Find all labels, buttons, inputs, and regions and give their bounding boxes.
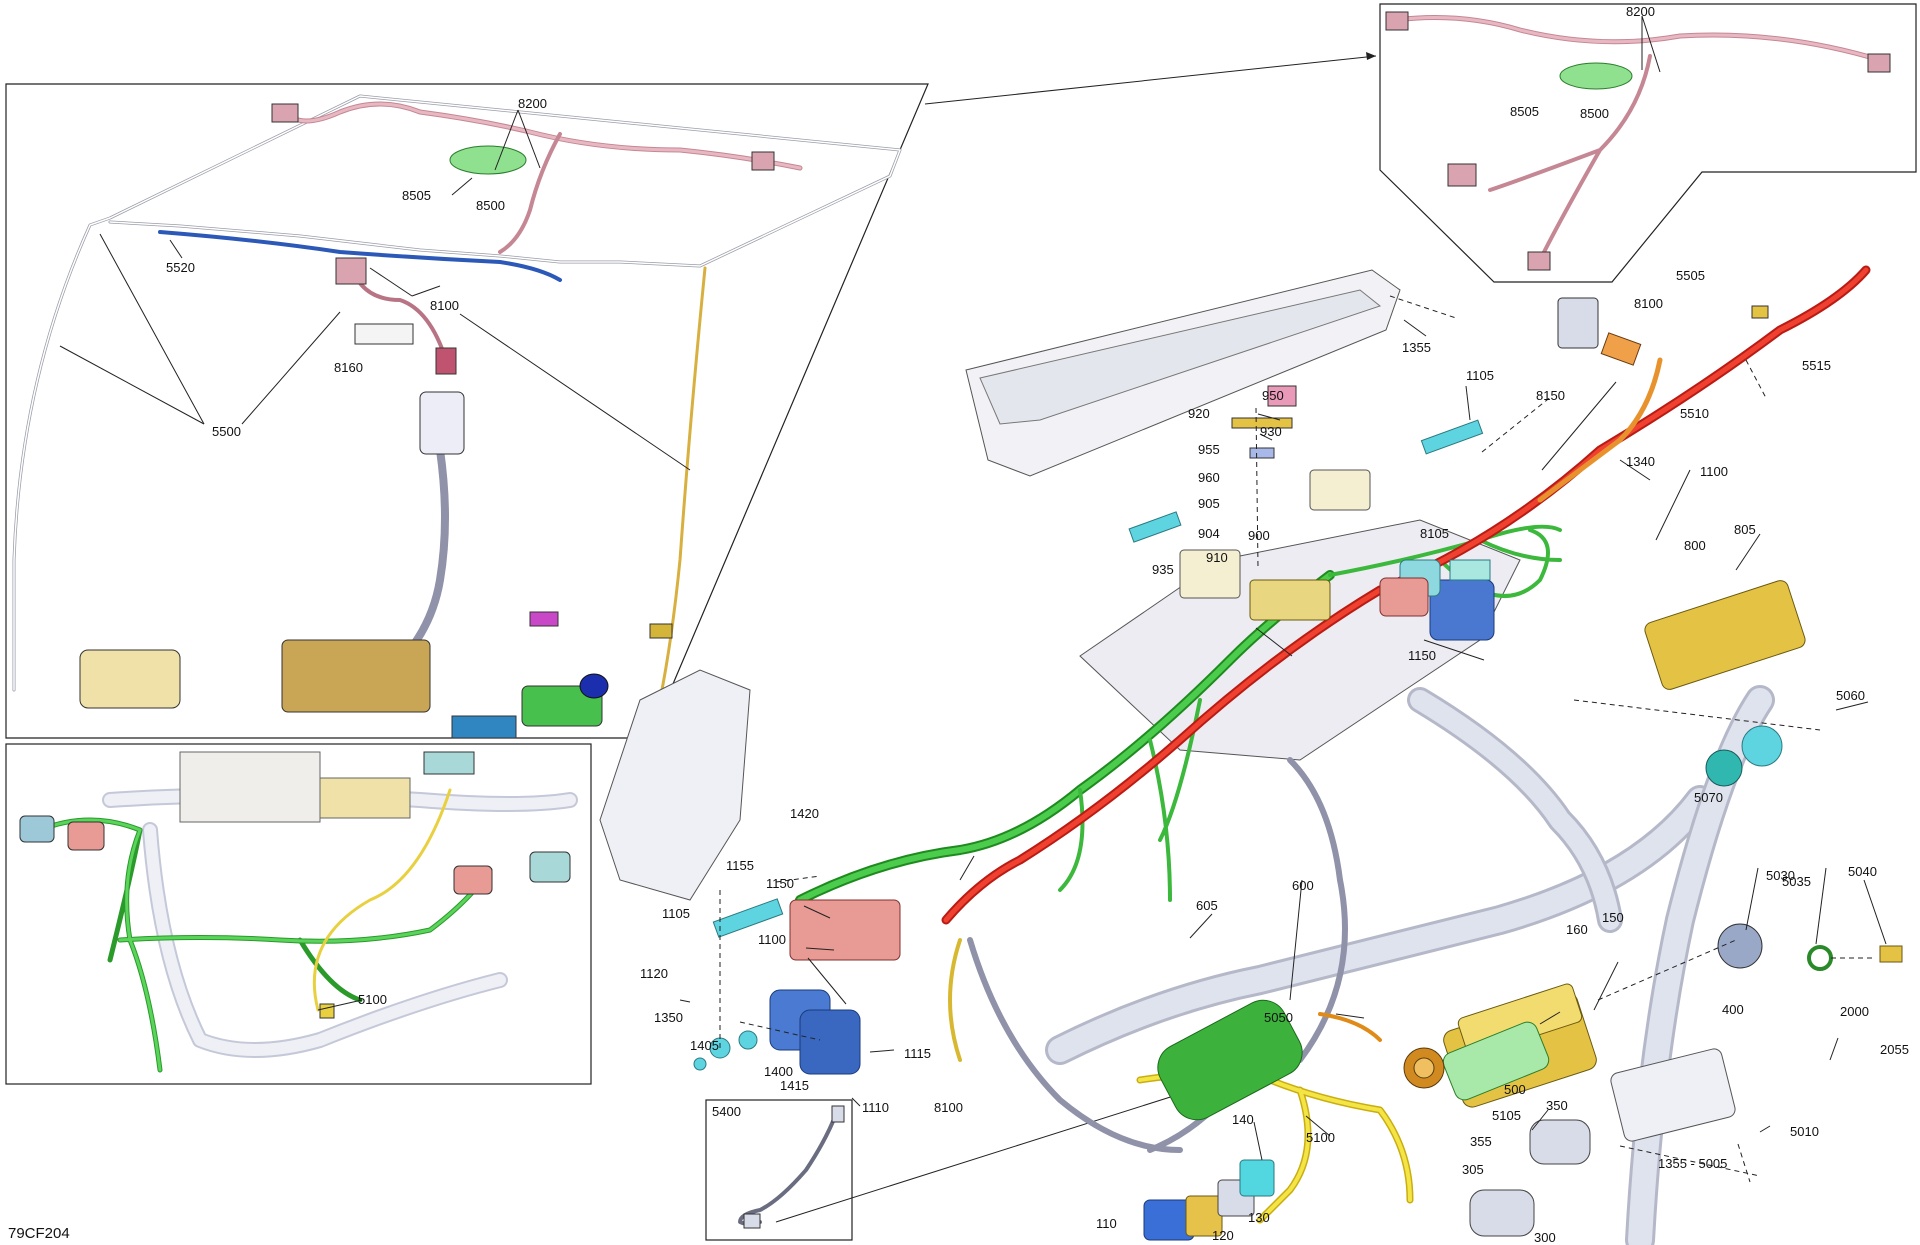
- label-605: 605: [1196, 898, 1218, 913]
- label-5100-dash: 5100: [358, 992, 387, 1007]
- label-400: 400: [1722, 1002, 1744, 1017]
- label-900: 900: [1248, 528, 1270, 543]
- label-140: 140: [1232, 1112, 1254, 1127]
- label-930: 930: [1260, 424, 1282, 439]
- label-160: 160: [1566, 922, 1588, 937]
- label-8100-bottom: 8100: [934, 1100, 963, 1115]
- inset-5400-link: [775, 1079, 1225, 1223]
- label-130: 130: [1248, 1210, 1270, 1225]
- label-1350: 1350: [654, 1010, 683, 1025]
- label-5060: 5060: [1836, 688, 1865, 703]
- label-1415: 1415: [780, 1078, 809, 1093]
- label-1155: 1155: [726, 858, 754, 873]
- label-1120: 1120: [640, 966, 668, 981]
- callout-labels: 8200 8505 8500 5520 8100 8160 5500 5100 …: [166, 4, 1909, 1245]
- label-5510: 5510: [1680, 406, 1709, 421]
- label-800: 800: [1684, 538, 1706, 553]
- inset-5400-frame: [705, 1099, 853, 1241]
- label-1405: 1405: [690, 1038, 719, 1053]
- label-5050: 5050: [1264, 1010, 1293, 1025]
- dashed-leaders: [719, 295, 1872, 1183]
- main-harness-illustration: [599, 265, 1903, 1245]
- label-5105: 5105: [1492, 1108, 1521, 1123]
- label-1105-top: 1105: [1466, 368, 1494, 383]
- label-150: 150: [1602, 910, 1624, 925]
- cable-5400-illustration: [738, 1105, 845, 1229]
- dash-harness-illustration: [19, 751, 578, 1073]
- label-5030: 5030: [1766, 868, 1795, 883]
- label-1100-top: 1100: [1700, 464, 1728, 479]
- label-960: 960: [1198, 470, 1220, 485]
- label-955: 955: [1198, 442, 1220, 457]
- label-8200-detail: 8200: [1626, 4, 1655, 19]
- label-904: 904: [1198, 526, 1220, 541]
- label-5400: 5400: [712, 1104, 741, 1119]
- label-355: 355: [1470, 1134, 1492, 1149]
- inset-link-arrow: [924, 55, 1377, 105]
- label-8500-detail: 8500: [1580, 106, 1609, 121]
- label-1150-top: 1150: [1408, 648, 1436, 663]
- label-950: 950: [1262, 388, 1284, 403]
- inset-top-right-frame: [1379, 3, 1917, 283]
- label-5070: 5070: [1694, 790, 1723, 805]
- label-905: 905: [1198, 496, 1220, 511]
- label-110: 110: [1096, 1216, 1117, 1231]
- label-500: 500: [1504, 1082, 1526, 1097]
- leader-lines: [59, 15, 1887, 1161]
- label-350: 350: [1546, 1098, 1568, 1113]
- label-8100-roof: 8100: [430, 298, 459, 313]
- roof-harness-detail-illustration: [1385, 11, 1891, 271]
- label-1420: 1420: [790, 806, 819, 821]
- label-1110: 1110: [862, 1100, 889, 1115]
- label-305: 305: [1462, 1162, 1484, 1177]
- label-1400: 1400: [764, 1064, 793, 1079]
- label-1150-left: 1150: [766, 876, 794, 891]
- label-8200-roof: 8200: [518, 96, 547, 111]
- label-935: 935: [1152, 562, 1174, 577]
- label-920: 920: [1188, 406, 1210, 421]
- label-8505-detail: 8505: [1510, 104, 1539, 119]
- label-2000: 2000: [1840, 1004, 1869, 1019]
- label-910: 910: [1206, 550, 1228, 565]
- label-5520: 5520: [166, 260, 195, 275]
- label-8505-roof: 8505: [402, 188, 431, 203]
- label-600: 600: [1292, 878, 1314, 893]
- label-5035: 5035: [1782, 874, 1811, 889]
- label-1105-left: 1105: [662, 906, 690, 921]
- label-5010: 5010: [1790, 1124, 1819, 1139]
- label-5505: 5505: [1676, 268, 1705, 283]
- label-1115: 1115: [904, 1046, 931, 1061]
- document-code: 79CF204: [8, 1225, 70, 1242]
- label-1340: 1340: [1626, 454, 1655, 469]
- label-120: 120: [1212, 1228, 1234, 1243]
- label-805: 805: [1734, 522, 1756, 537]
- arrow-head: [1366, 52, 1376, 60]
- label-1355-5005: 1355 - 5005: [1658, 1156, 1727, 1171]
- label-5500: 5500: [212, 424, 241, 439]
- label-8500-roof: 8500: [476, 198, 505, 213]
- label-1100-left: 1100: [758, 932, 786, 947]
- label-8160: 8160: [334, 360, 363, 375]
- label-8150: 8150: [1536, 388, 1565, 403]
- roof-harness-illustration: [12, 94, 902, 739]
- label-5100-main: 5100: [1306, 1130, 1335, 1145]
- label-5040: 5040: [1848, 864, 1877, 879]
- label-5515: 5515: [1802, 358, 1831, 373]
- label-300: 300: [1534, 1230, 1556, 1245]
- label-8105: 8105: [1420, 526, 1449, 541]
- label-1355-top: 1355: [1402, 340, 1431, 355]
- label-8100-top: 8100: [1634, 296, 1663, 311]
- label-2055: 2055: [1880, 1042, 1909, 1057]
